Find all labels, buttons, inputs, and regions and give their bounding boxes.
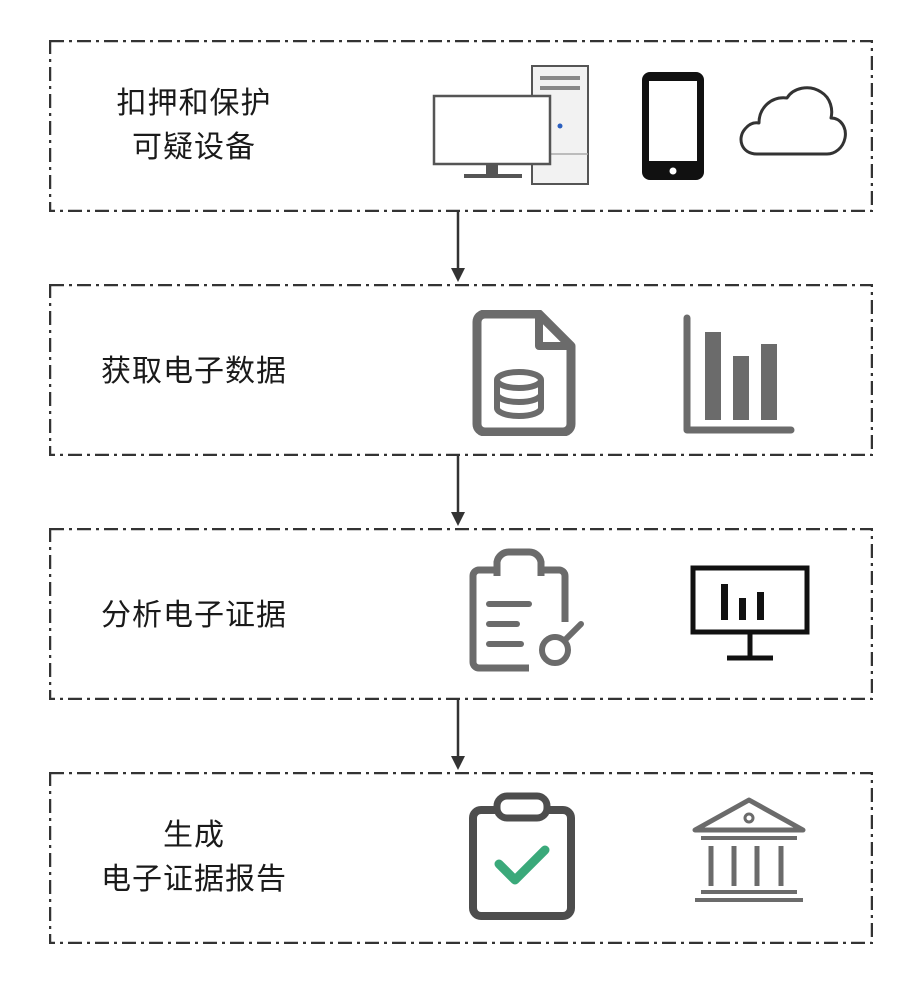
- step-seize-devices: 扣押和保护 可疑设备: [49, 40, 873, 212]
- step-title-line2: 可疑设备: [132, 130, 256, 165]
- desktop-computer-icon: [432, 65, 589, 185]
- mobile-phone-icon: [642, 72, 704, 180]
- step-frame: [49, 40, 873, 212]
- database-file-icon: [472, 310, 576, 436]
- step-frame: [49, 772, 873, 944]
- step-analyze-evidence: 分析电子证据: [49, 528, 873, 700]
- step-title-line1: 生成: [163, 818, 225, 853]
- step-title-line1: 分析电子证据: [101, 598, 287, 633]
- flow-arrow: [451, 212, 465, 282]
- courthouse-icon: [692, 797, 806, 902]
- presentation-chart-icon: [690, 565, 810, 661]
- step-title-line1: 获取电子数据: [101, 354, 287, 389]
- step-frame: [49, 284, 873, 456]
- flow-arrow: [451, 456, 465, 526]
- flow-arrow: [451, 700, 465, 770]
- step-title-line2: 电子证据报告: [101, 862, 287, 897]
- clipboard-check-icon: [469, 792, 575, 920]
- step-title-line1: 扣押和保护: [116, 86, 272, 121]
- step-generate-report: 生成 电子证据报告: [49, 772, 873, 944]
- step-frame: [49, 528, 873, 700]
- cloud-icon: [739, 86, 847, 156]
- bar-chart-icon: [683, 314, 795, 434]
- clipboard-search-icon: [469, 548, 584, 672]
- step-acquire-data: 获取电子数据: [49, 284, 873, 456]
